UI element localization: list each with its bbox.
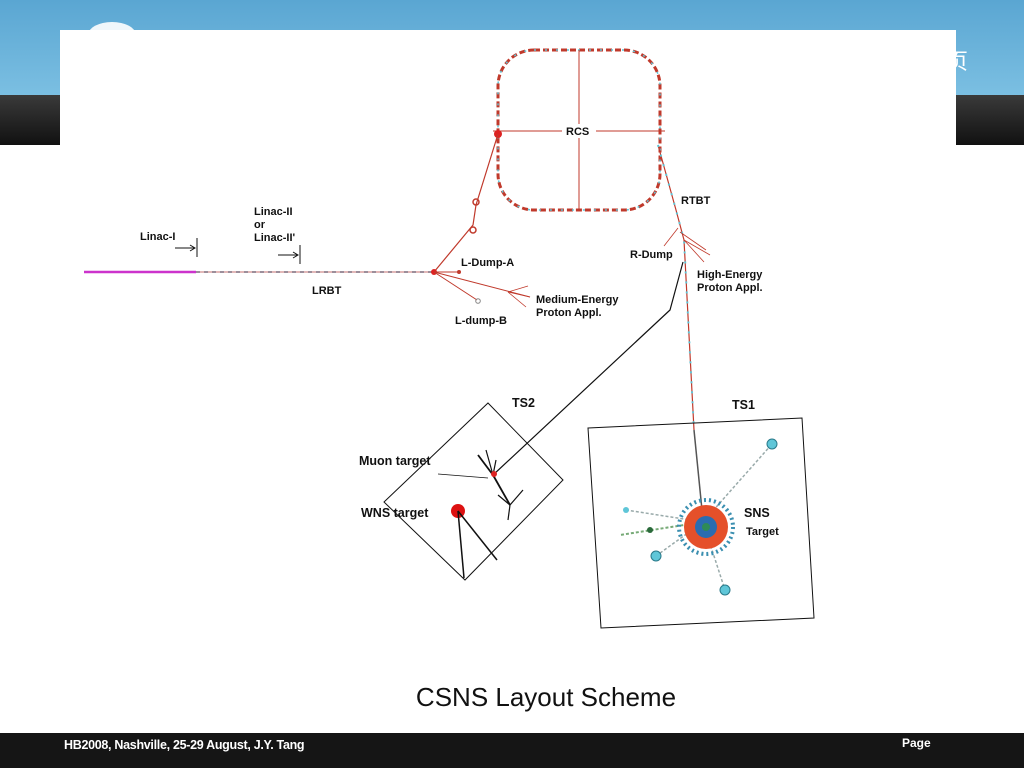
ts2-area: [383, 402, 564, 581]
linac-or-label: or: [254, 219, 266, 231]
ts1-area: [587, 417, 815, 629]
footer-citation: HB2008, Nashville, 25-29 August, J.Y. Ta…: [64, 738, 305, 752]
l-dump-b-label: L-dump-B: [455, 315, 507, 327]
rtbt-line: [657, 144, 695, 431]
l-dump-a-label: L-Dump-A: [461, 257, 514, 269]
footer-page-label: Page: [902, 736, 931, 750]
lrbt-label: LRBT: [312, 285, 342, 297]
slide-caption: CSNS Layout Scheme: [415, 682, 677, 712]
high-energy-label-2: Proton Appl.: [697, 282, 763, 294]
muon-target-label: Muon target: [359, 454, 431, 468]
injection-line: [433, 133, 499, 273]
diagram-lower-panel: [256, 300, 814, 640]
ts2-line: [492, 261, 684, 476]
linac-i-label: Linac-I: [140, 231, 175, 243]
rtbt-label: RTBT: [681, 195, 711, 207]
sns-target-shield-ticks: [677, 498, 735, 556]
muon-target-point: [491, 471, 497, 477]
high-energy-label-1: High-Energy: [697, 269, 763, 281]
wns-target-label: WNS target: [361, 506, 429, 520]
rcs-label: RCS: [566, 126, 589, 138]
medium-energy-label-2: Proton Appl.: [536, 307, 602, 319]
linac-ii-label: Linac-II: [254, 206, 293, 218]
r-dump-label: R-Dump: [630, 249, 673, 261]
footer-bar: [0, 733, 1024, 768]
medium-energy-label-1: Medium-Energy: [536, 294, 619, 306]
linac-ii-prime-label: Linac-II': [254, 232, 296, 244]
sns-target-label: Target: [746, 526, 779, 538]
ts2-label: TS2: [512, 396, 535, 410]
sns-label: SNS: [744, 506, 770, 520]
ts1-label: TS1: [732, 398, 755, 412]
